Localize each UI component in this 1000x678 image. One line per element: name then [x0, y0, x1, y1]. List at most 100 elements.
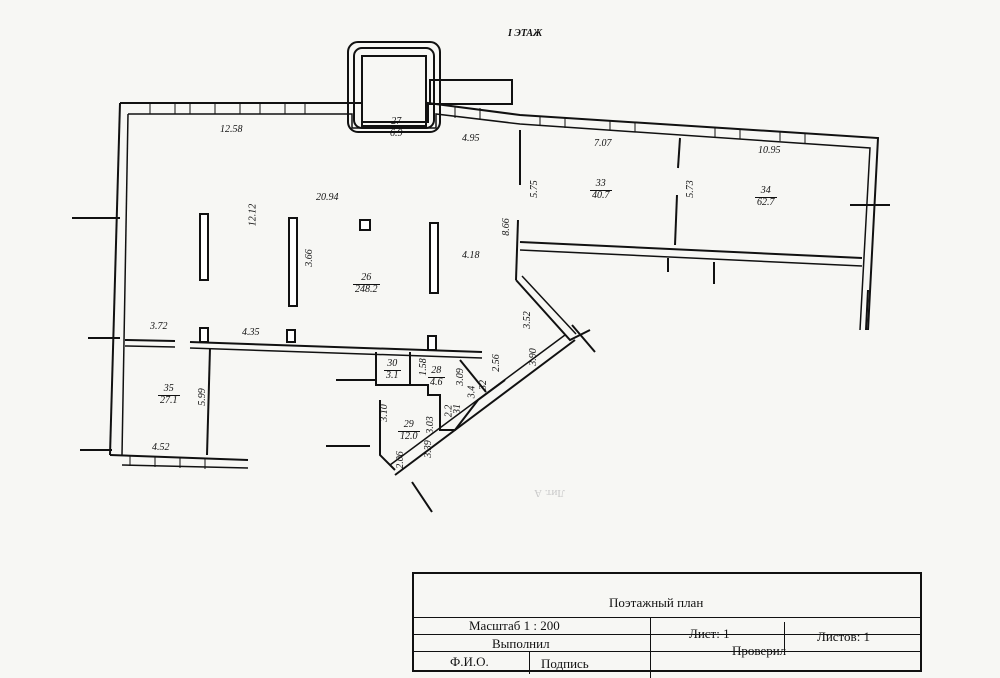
room-area: 27.1 — [160, 394, 178, 406]
dim-label: 4.18 — [462, 250, 480, 261]
room-area: 12.0 — [400, 430, 418, 442]
dim-label: 4.35 — [242, 327, 260, 338]
wall-right-tail — [865, 289, 869, 331]
dim-label: 10.95 — [758, 145, 781, 156]
room-area: 4.6 — [430, 376, 443, 388]
partition-main — [189, 341, 483, 353]
room-area: 248.2 — [355, 283, 378, 295]
room35-right — [206, 347, 211, 456]
stair-outer — [347, 41, 441, 133]
column-1 — [199, 213, 209, 281]
dim-label: 8.66 — [500, 218, 512, 236]
outer-wall — [120, 101, 880, 331]
room-number: 26 — [353, 272, 380, 285]
dim-label: 12.58 — [220, 124, 243, 135]
room29-walls — [379, 400, 396, 471]
room-area: 40.7 — [592, 189, 610, 201]
wall-33-34 — [677, 137, 681, 169]
room-26-label: 26 248.2 — [353, 272, 380, 295]
dim-label: 3.39 — [422, 440, 434, 458]
room-number: 34 — [755, 185, 777, 198]
window-marks — [129, 103, 806, 469]
dim-label: 3.52 — [521, 311, 533, 329]
room-32-width: 3.4 — [466, 385, 478, 399]
dim-label: 4.52 — [152, 442, 170, 453]
partition-left-b — [124, 345, 176, 348]
room-27-label: 27 6.9 — [388, 116, 405, 139]
wall-26-right — [515, 219, 519, 281]
dim-label: 2.06 — [394, 451, 406, 469]
room-35-label: 35 27.1 — [158, 383, 180, 406]
room-31-width: 2.2 — [443, 404, 455, 418]
stamp-checked: Проверил — [732, 643, 787, 658]
room-32-label: 32 — [478, 380, 489, 390]
room35-bottom-b — [121, 464, 249, 469]
dim-label: 7.07 — [594, 138, 612, 149]
stamp-signature: Подпись — [541, 656, 589, 671]
dim-label: 3.03 — [424, 416, 436, 434]
partition-left — [124, 339, 176, 342]
wall-33-34-bottom — [519, 241, 863, 259]
left-wall-inner — [121, 113, 129, 456]
room35-bottom — [109, 454, 249, 461]
dim-label: 3.09 — [454, 368, 466, 386]
diag-wall-2 — [394, 339, 576, 476]
stamp-divider-v — [650, 618, 651, 678]
dim-label: 20.94 — [316, 192, 339, 203]
room-area: 6.9 — [390, 127, 403, 139]
room-number: 30 — [384, 358, 401, 371]
column-5 — [286, 329, 296, 343]
room-number: 29 — [398, 419, 420, 432]
stamp-performed: Выполнил — [492, 636, 550, 651]
small-room-wall-b — [459, 359, 487, 393]
door-tick-diag-2 — [411, 481, 433, 513]
title-block: Поэтажный план Масштаб 1 : 200 Лист: 1 Л… — [412, 572, 922, 678]
room-area: 3.1 — [386, 369, 399, 381]
annex-block — [429, 79, 513, 105]
outer-wall-inner — [128, 113, 871, 331]
room-34-label: 34 62.7 — [755, 185, 777, 208]
wall-33-34-bottom-inner — [519, 249, 863, 267]
room-30-label: 30 3.1 — [384, 358, 401, 381]
room-number: 27 — [388, 116, 405, 129]
door-tick-diag — [571, 324, 596, 353]
diag-wall-1 — [515, 279, 591, 342]
stamp-divider-v — [784, 622, 785, 652]
stamp-divider — [414, 651, 920, 652]
stamp-sheets: Листов: 1 — [817, 629, 871, 644]
dim-label: 5.99 — [196, 388, 208, 406]
room-number: 28 — [428, 365, 445, 378]
room-31-label: 31 — [452, 404, 463, 414]
dim-label: 5.73 — [684, 180, 696, 198]
room-28-label: 28 4.6 — [428, 365, 445, 388]
dim-label: 2.56 — [490, 354, 502, 372]
dim-label: 12.12 — [247, 203, 259, 227]
stamp-scale: Масштаб 1 : 200 — [469, 618, 560, 633]
column-2 — [288, 217, 298, 307]
stamp-title: Поэтажный план — [609, 595, 704, 610]
column-6 — [427, 335, 437, 351]
stamp-sheet: Лист: 1 — [689, 626, 730, 641]
room-area: 62.7 — [757, 196, 775, 208]
faint-watermark-text: Лит. А — [534, 487, 565, 499]
dim-label: 1.58 — [417, 358, 429, 376]
left-wall — [109, 102, 121, 456]
floor-title: I ЭТАЖ — [508, 28, 543, 39]
column-4 — [199, 327, 209, 343]
dim-label: 4.95 — [462, 133, 480, 144]
stamp-fio: Ф.И.О. — [450, 654, 489, 669]
stamp-divider — [414, 617, 920, 618]
stamp-divider — [414, 634, 920, 635]
dim-label: 3.10 — [378, 404, 390, 422]
room-33-label: 33 40.7 — [590, 178, 612, 201]
room-29-label: 29 12.0 — [398, 419, 420, 442]
partition-main-b — [189, 347, 483, 359]
column-square — [359, 219, 371, 231]
diag-wall-1b — [521, 275, 577, 335]
dim-label: 3.72 — [150, 321, 168, 332]
dim-label: 3.90 — [527, 348, 539, 366]
stair-inner — [361, 55, 427, 127]
small-rooms — [375, 352, 506, 431]
dim-label: 5.75 — [528, 180, 540, 198]
